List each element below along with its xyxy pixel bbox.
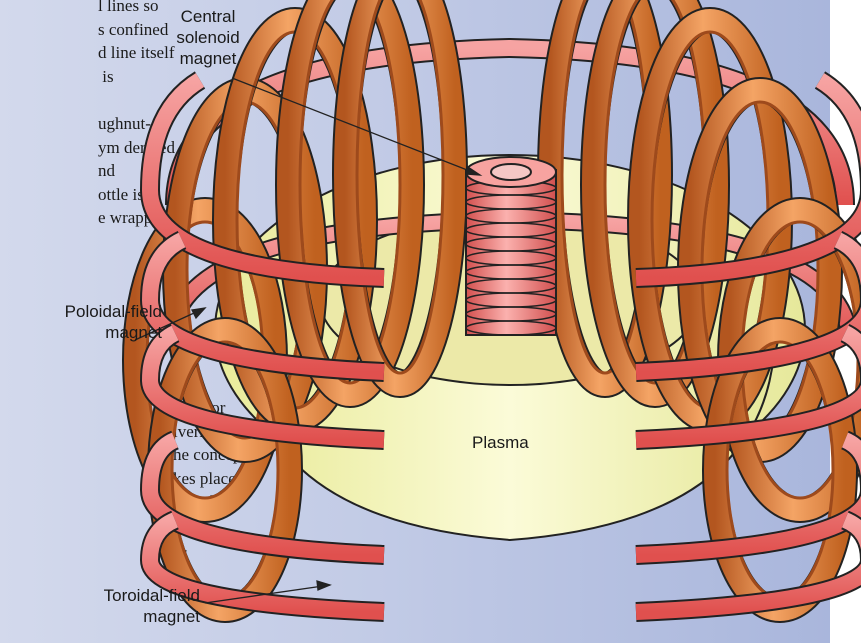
central-solenoid-label: Central solenoid magnet	[168, 6, 248, 69]
toroidal-arrowhead	[317, 581, 330, 590]
poloidal-arrowhead	[192, 308, 205, 318]
poloidal-field-label: Poloidal-field magnet	[34, 301, 162, 343]
plasma-label: Plasma	[472, 432, 529, 453]
central-solenoid	[466, 157, 556, 335]
toroidal-field-label: Toroidal-field magnet	[74, 585, 200, 627]
